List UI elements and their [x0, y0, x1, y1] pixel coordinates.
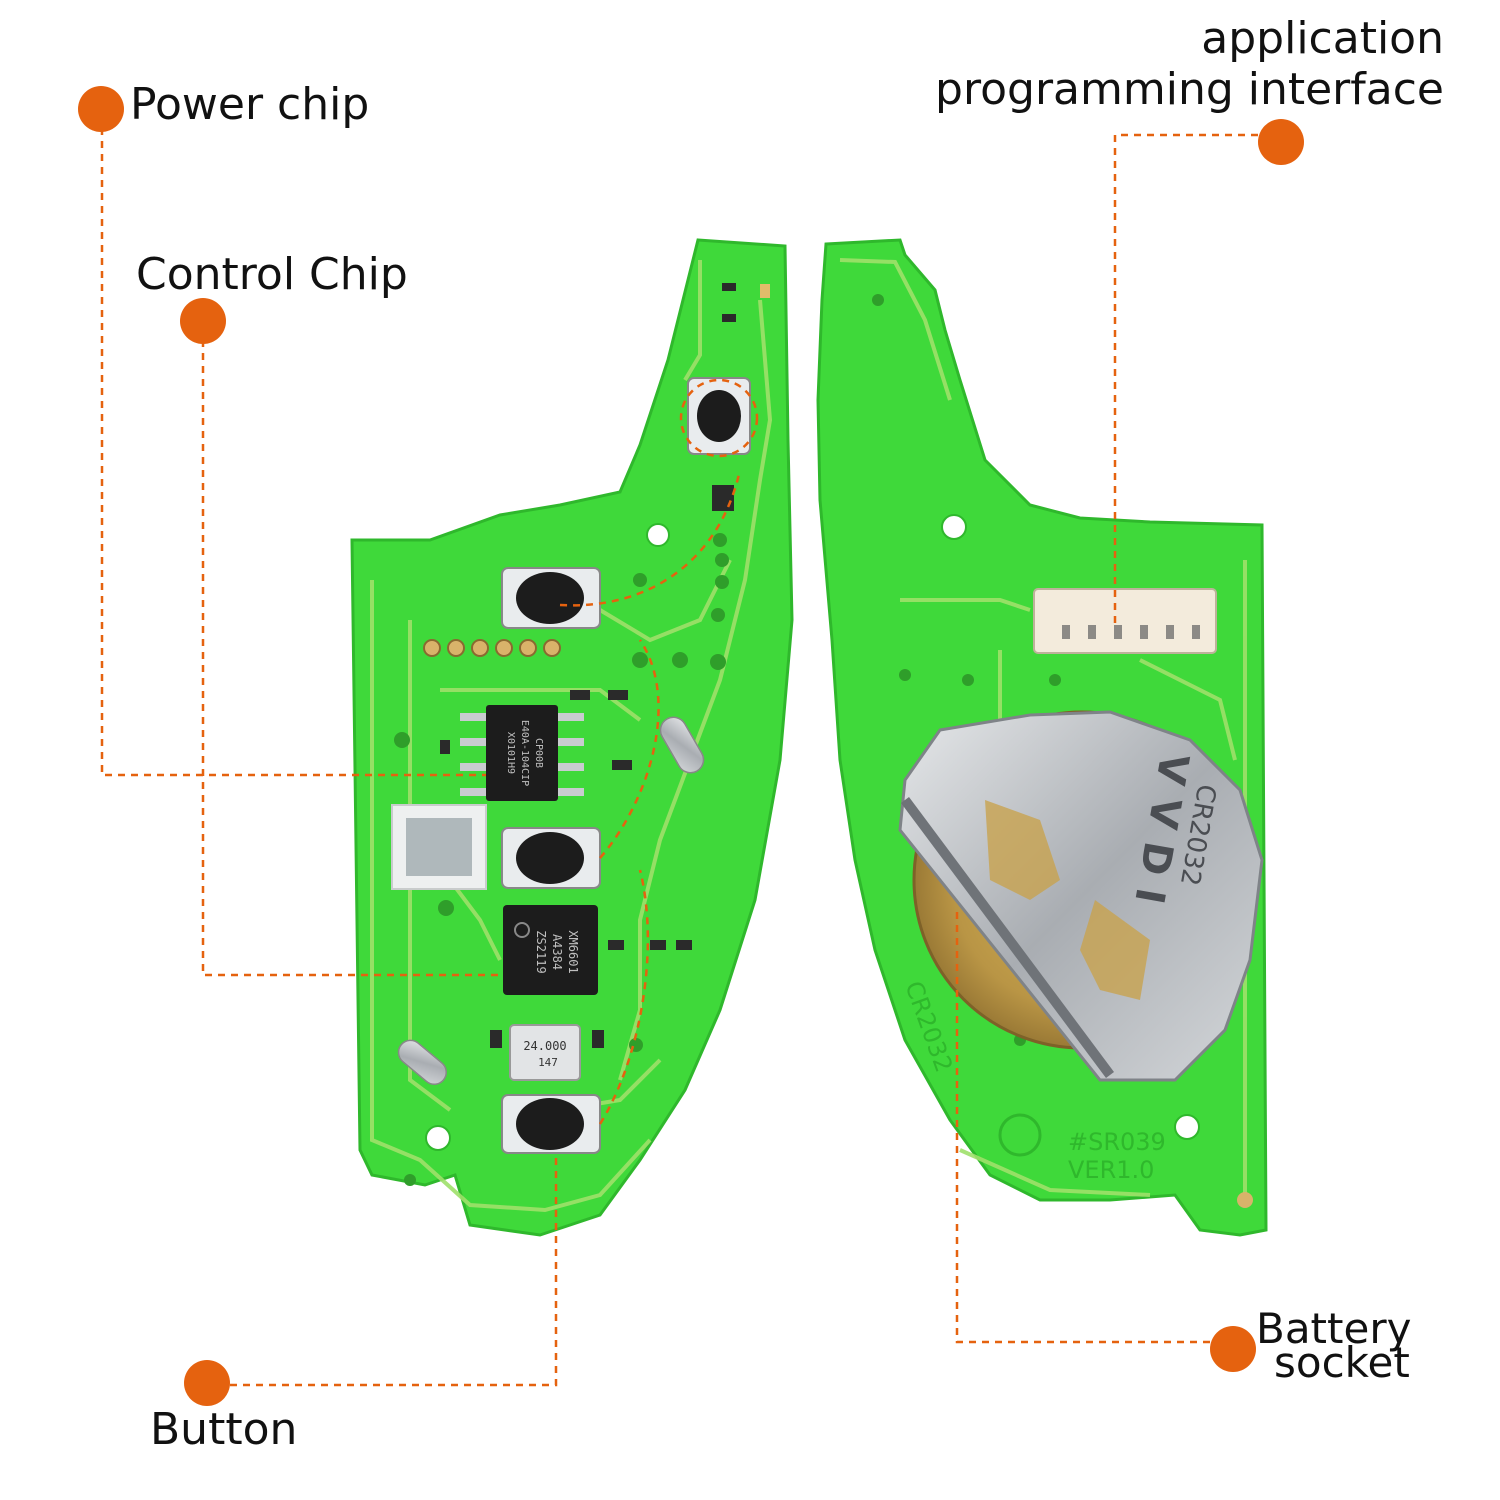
leader-button: [230, 1153, 558, 1387]
crystal-marking-2: 147: [538, 1056, 558, 1069]
control-chip-marking-2: A4384: [550, 934, 564, 970]
highlight-button-chain: [559, 469, 742, 1125]
annotation-dot-button: [184, 1360, 230, 1406]
power-chip-marking-3: X0101H9: [505, 732, 516, 774]
annotation-dot-app-interface: [1258, 119, 1304, 165]
leader-app-interface: [1113, 133, 1258, 628]
label-battery-socket: Battery socket: [1256, 1304, 1412, 1388]
annotation-dot-battery-socket: [1210, 1326, 1256, 1372]
leader-battery-socket: [955, 910, 1210, 1344]
crystal-marking-1: 24.000: [523, 1039, 566, 1053]
power-chip-marking-2: E40A-104CIP: [519, 720, 530, 786]
highlight-top-button: [679, 378, 759, 458]
right-pcb-board: CR2032 V V D I CR2032 #SR039 VER1.0: [816, 238, 1268, 1237]
board-version-text: VER1.0: [1068, 1156, 1154, 1184]
left-board-qr-sticker: [391, 804, 487, 890]
control-chip-marking-3: ZS2119: [534, 930, 548, 973]
leader-control-chip: [201, 340, 503, 977]
power-chip-marking-1: CP00B: [533, 738, 544, 768]
label-battery-line-1: Battery: [1256, 1304, 1412, 1353]
left-board-pin-header: [423, 639, 561, 657]
right-board-connector: [1033, 588, 1217, 654]
label-app-line-1: application: [1201, 13, 1444, 64]
left-board-outline: [350, 238, 794, 1237]
left-board-vias: [394, 533, 729, 1186]
left-board-crystal: 24.000 147: [509, 1024, 581, 1081]
left-pcb-board: CP00B E40A-104CIP X0101H9 XM6601 A4384 Z…: [350, 238, 794, 1237]
left-board-buttons: [501, 377, 751, 1154]
control-chip-marking-1: XM6601: [566, 930, 580, 973]
left-board-control-chip: XM6601 A4384 ZS2119: [503, 905, 598, 995]
left-board-holes: [425, 523, 670, 1151]
label-battery-line-2: socket: [1274, 1338, 1410, 1388]
label-power-chip: Power chip: [130, 79, 370, 130]
right-board-holes: [941, 514, 1200, 1140]
label-button: Button: [150, 1404, 298, 1455]
label-control-chip: Control Chip: [136, 249, 408, 300]
board-model-text: #SR039: [1068, 1128, 1166, 1156]
label-application-programming-interface: application programming interface: [935, 13, 1444, 115]
left-board-smd-parts: [440, 283, 770, 1048]
annotation-leaders: [100, 128, 1258, 1387]
annotation-dot-power-chip: [78, 86, 124, 132]
left-board-traces: [370, 260, 773, 1213]
left-board-power-chip: CP00B E40A-104CIP X0101H9: [460, 705, 584, 801]
left-board-capsules: [397, 716, 705, 1086]
annotation-dot-control-chip: [180, 298, 226, 344]
right-board-traces: [839, 258, 1247, 1200]
right-board-battery-clip: CR2032 V V D I: [898, 710, 1264, 1082]
leader-power-chip: [100, 128, 486, 777]
label-app-line-2: programming interface: [935, 63, 1444, 115]
